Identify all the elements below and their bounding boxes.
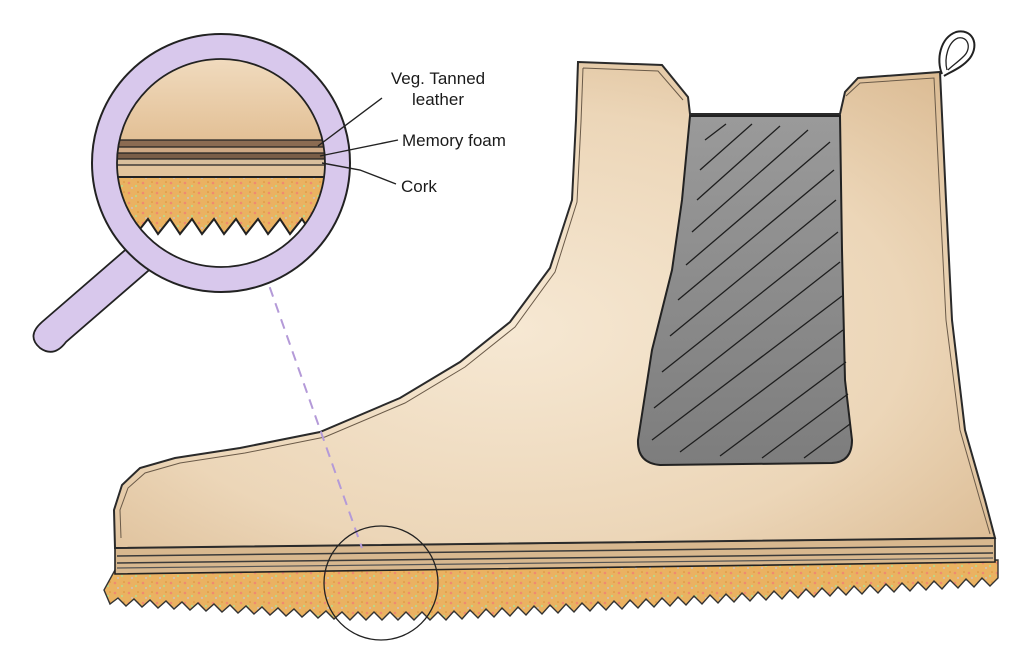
leather-line [116, 552, 994, 564]
label-memory-foam: Memory foam [402, 131, 506, 150]
label-leather-line1: Veg. Tanned [390, 69, 486, 88]
magnifier-handle [32, 230, 172, 353]
leader-memory-foam [319, 139, 399, 157]
insole-line [116, 557, 994, 569]
boot-upper-inner-line [119, 67, 991, 539]
cork-outsole [103, 559, 999, 622]
leader-leather [317, 97, 383, 147]
leader-cork [321, 162, 397, 185]
pull-loop-icon [938, 30, 976, 77]
memory-foam-line [116, 545, 994, 557]
pull-loop-inner [945, 37, 969, 71]
label-veg-tanned-leather: Veg. Tanned leather [368, 68, 508, 110]
zoom-connector-line [229, 174, 363, 549]
elastic-hatching [651, 123, 851, 459]
label-cork: Cork [401, 177, 437, 196]
label-leather-line2: leather [412, 90, 464, 109]
zoom-target-circle [323, 525, 439, 641]
